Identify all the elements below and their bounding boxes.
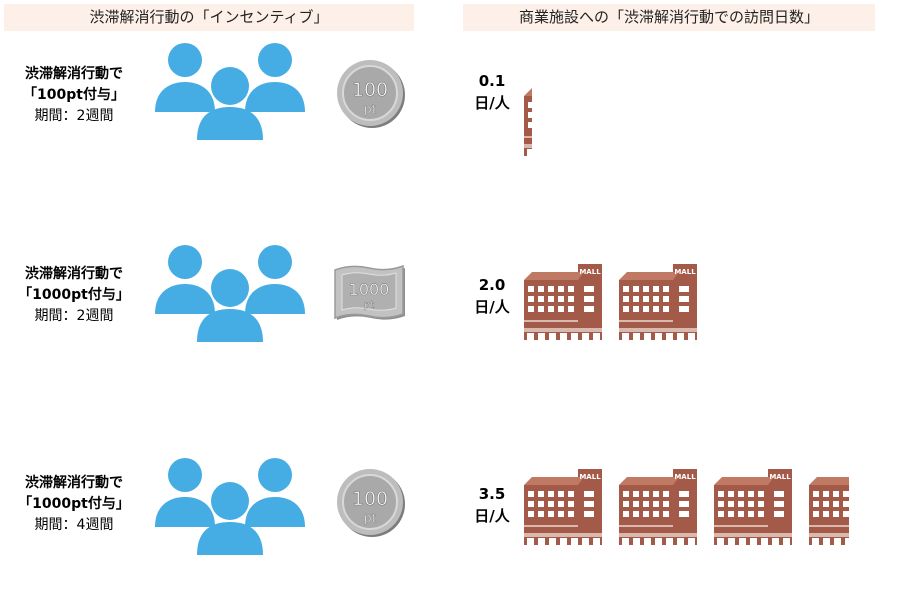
visit-days-value: 3.5	[478, 485, 506, 503]
incentive-header: 渋滞解消行動の「インセンティブ」	[4, 4, 414, 31]
mall-building-icon: MALL	[619, 469, 697, 545]
mall-icon-bar: MALL MALL	[524, 258, 714, 342]
condition-line2: 「1000pt付与」	[18, 496, 130, 512]
condition-line2: 「1000pt付与」	[18, 287, 130, 303]
mall-sign-text: MALL	[579, 473, 601, 481]
mall-icon-bar: MALL	[524, 74, 532, 158]
coin-value-text: 100	[352, 79, 388, 101]
mall-sign-text: MALL	[579, 268, 601, 276]
mall-sign-text: MALL	[769, 473, 791, 481]
visit-days-label: 0.1 日/人	[462, 70, 522, 114]
coin-100pt-icon: 100 pt	[337, 469, 405, 537]
condition-period: 期間：2週間	[34, 108, 114, 124]
bill-value-text: 1000	[349, 280, 390, 299]
mall-building-icon: MALL	[524, 264, 602, 340]
mall-sign-text: MALL	[674, 268, 696, 276]
incentive-row-3: 渋滞解消行動で 「1000pt付与」 期間：4週間 100 pt 3.5 日/人…	[0, 447, 906, 577]
mall-building-icon: MALL	[809, 477, 849, 545]
people-icon	[155, 245, 305, 342]
condition-period: 期間：2週間	[34, 308, 114, 324]
coin-unit-text: pt	[364, 511, 377, 525]
incentive-row-2: 渋滞解消行動で 「1000pt付与」 期間：2週間 1000 pt 2.0 日/…	[0, 238, 906, 368]
condition-label: 渋滞解消行動で 「1000pt付与」 期間：2週間	[4, 264, 144, 327]
mall-building-icon: MALL	[524, 469, 602, 545]
people-icon	[155, 458, 305, 555]
visit-days-value: 2.0	[478, 276, 506, 294]
mall-building-icon: MALL	[619, 264, 697, 340]
condition-line1: 渋滞解消行動で	[25, 475, 123, 491]
bill-unit-text: pt	[364, 300, 374, 311]
mall-icon-bar: MALL MALL MALL MALL	[524, 463, 849, 547]
coin-unit-text: pt	[364, 102, 377, 116]
condition-label: 渋滞解消行動で 「1000pt付与」 期間：4週間	[4, 473, 144, 536]
visit-days-unit: 日/人	[474, 298, 510, 316]
visit-days-unit: 日/人	[474, 94, 510, 112]
condition-line2: 「100pt付与」	[23, 87, 125, 103]
visit-days-value: 0.1	[478, 72, 506, 90]
visit-days-unit: 日/人	[474, 507, 510, 525]
coin-value-text: 100	[352, 488, 388, 510]
incentive-row-1: 渋滞解消行動で 「100pt付与」 期間：2週間 100 pt 0.1 日/人 …	[0, 38, 906, 168]
condition-line1: 渋滞解消行動で	[25, 66, 123, 82]
condition-label: 渋滞解消行動で 「100pt付与」 期間：2週間	[4, 64, 144, 127]
mall-sign-text: MALL	[674, 473, 696, 481]
visit-days-header: 商業施設への「渋滞解消行動での訪問日数」	[463, 4, 875, 31]
visit-days-label: 3.5 日/人	[462, 483, 522, 527]
bill-1000pt-icon: 1000 pt	[334, 264, 405, 320]
mall-building-icon: MALL	[714, 469, 792, 545]
condition-period: 期間：4週間	[34, 517, 114, 533]
visit-days-label: 2.0 日/人	[462, 274, 522, 318]
coin-100pt-icon: 100 pt	[337, 60, 405, 128]
condition-line1: 渋滞解消行動で	[25, 266, 123, 282]
people-icon	[155, 43, 305, 140]
mall-building-icon: MALL	[524, 88, 532, 156]
